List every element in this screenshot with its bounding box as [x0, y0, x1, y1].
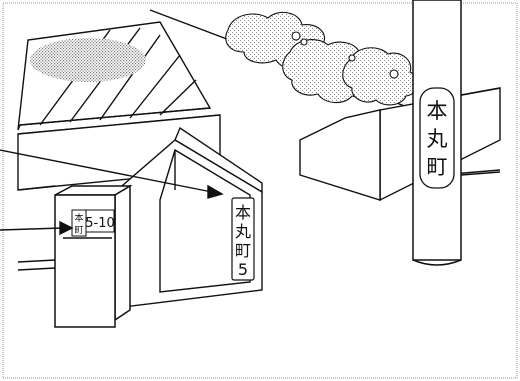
meter-label-number: 5-10: [85, 216, 115, 231]
pole-sign-plate: 本 丸 町: [419, 87, 455, 189]
meter-box-label: 本 町 5-10: [71, 209, 115, 237]
pole-sign-char-1: 本: [427, 99, 448, 123]
wall-sign-char-1: 本: [235, 203, 251, 222]
meter-box: [54, 184, 133, 328]
wall-sign-char-3: 町: [235, 241, 251, 260]
arrow-to-meter-label: [0, 227, 63, 231]
pointer-arrows: [0, 149, 224, 236]
meter-label-small-char-2: 町: [74, 226, 83, 236]
wall-sign-char-2: 丸: [235, 222, 251, 241]
wall-sign-plate: 本 丸 町 5: [231, 197, 255, 281]
meter-label-small-char-1: 本: [74, 212, 83, 224]
left-fence: [17, 185, 56, 271]
roof-shadow: [30, 38, 146, 82]
pole-sign-char-3: 町: [427, 155, 448, 179]
arrow-to-wall-sign: [0, 149, 213, 193]
tree-clusters: [225, 11, 419, 106]
pole-sign-char-2: 丸: [427, 127, 448, 151]
wall-sign-number: 5: [238, 260, 248, 279]
arrow-head-meter-label: [59, 220, 74, 236]
arrow-head-wall-sign: [207, 184, 224, 199]
